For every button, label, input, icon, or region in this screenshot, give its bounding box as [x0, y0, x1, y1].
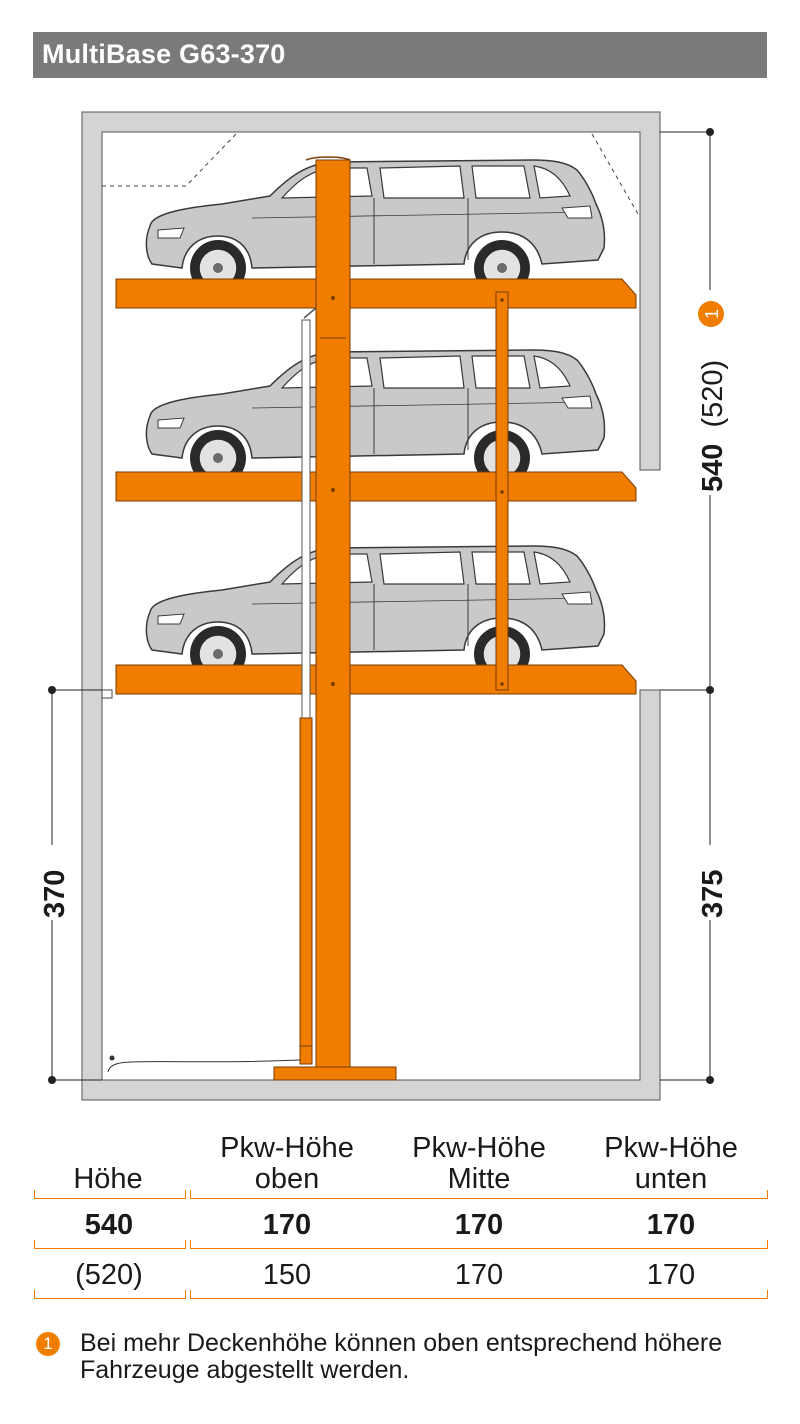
svg-text:540 (520): 540 (520): [697, 360, 729, 492]
header-height: Höhe: [73, 1163, 143, 1195]
car-top: [145, 159, 606, 297]
page-title: MultiBase G63-370: [42, 39, 286, 69]
base-plate: [273, 1066, 397, 1081]
hydraulic-rod: [301, 319, 311, 721]
total-height-alt-label: (520): [697, 360, 729, 428]
parking-system-drawing: 540 (520) 1 375 370: [39, 111, 729, 1101]
platform-middle: [115, 471, 637, 502]
table-cell: 170: [262, 1209, 312, 1241]
hydraulic-cylinder: [299, 717, 313, 1049]
table-cell: 540: [84, 1209, 134, 1241]
car-bottom: [145, 545, 606, 683]
pit-depth-left-label: 370: [39, 870, 71, 918]
divider: [190, 1190, 768, 1199]
height-table: Höhe Pkw-Höhe oben Pkw-Höhe Mitte Pkw-Hö…: [0, 1125, 800, 1315]
table-cell: 170: [646, 1209, 696, 1241]
title-bar: MultiBase G63-370: [33, 32, 767, 78]
divider: [34, 1290, 186, 1299]
total-height-label: 540: [697, 444, 729, 492]
car-middle: [145, 349, 606, 487]
divider: [190, 1240, 768, 1249]
note-marker-label: 1: [702, 309, 722, 319]
note-marker-icon: [698, 301, 724, 327]
divider: [34, 1190, 186, 1199]
divider: [34, 1240, 186, 1249]
note-marker-badge: 1: [36, 1332, 60, 1356]
table-cell: 170: [646, 1259, 696, 1291]
header-car-height-top: Pkw-Höhe oben: [220, 1132, 354, 1195]
header-car-height-middle: Pkw-Höhe Mitte: [412, 1132, 546, 1195]
platform-bottom: [115, 664, 637, 695]
table-cell: 150: [262, 1259, 312, 1291]
main-column: [315, 159, 351, 1071]
header-car-height-bottom: Pkw-Höhe unten: [604, 1132, 738, 1195]
table-cell: 170: [454, 1259, 504, 1291]
table-cell: (520): [75, 1259, 143, 1291]
platform-top: [115, 278, 637, 309]
table-cell: 170: [454, 1209, 504, 1241]
footnote-text: Bei mehr Deckenhöhe können oben entsprec…: [80, 1329, 723, 1384]
pit-depth-right-label: 375: [697, 870, 729, 918]
divider: [190, 1290, 768, 1299]
